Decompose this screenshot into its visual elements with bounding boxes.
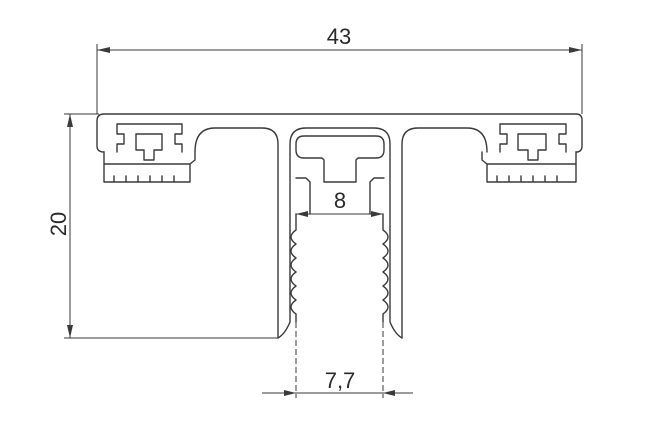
arrow-right xyxy=(569,47,582,53)
clip-slot-left xyxy=(103,123,196,183)
dimension-label-inner: 8 xyxy=(334,188,346,213)
groove-wave-left xyxy=(290,213,297,323)
arrow-top xyxy=(67,114,73,127)
dimension-label-width: 43 xyxy=(327,24,351,49)
arrow-left xyxy=(97,47,110,53)
clip-slot-right xyxy=(481,123,577,183)
arrow-groove-right xyxy=(383,390,395,396)
arrow-bottom xyxy=(67,325,73,338)
dimension-height: 20 xyxy=(46,113,278,339)
inner-t-channel xyxy=(289,127,391,231)
dimension-label-height: 20 xyxy=(46,212,71,236)
profile-outline xyxy=(96,113,583,339)
stem-tip-left xyxy=(277,229,291,339)
dimension-overall-width: 43 xyxy=(96,24,583,114)
arrow-inner-left xyxy=(296,211,308,217)
arrow-inner-right xyxy=(371,211,383,217)
groove-wave-right xyxy=(382,213,389,323)
stem-tip-right xyxy=(389,229,403,339)
arrow-groove-left xyxy=(284,390,296,396)
top-plate-and-stem xyxy=(96,113,583,339)
dimension-label-groove: 7,7 xyxy=(325,368,356,393)
dimension-groove-width: 7,7 xyxy=(262,322,413,398)
